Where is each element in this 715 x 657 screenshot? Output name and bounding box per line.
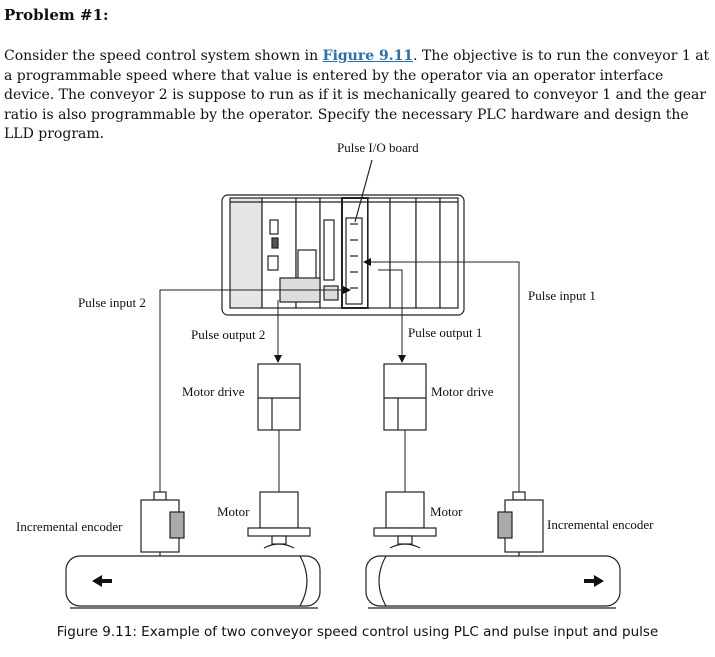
label-motor-right: Motor [430,504,463,519]
problem-paragraph: Consider the speed control system shown … [4,47,710,145]
paragraph-text-after: . The objective is to run the conveyor 1… [4,48,710,143]
label-encoder-left: Incremental encoder [16,519,123,534]
label-pulse-output-2: Pulse output 2 [191,327,265,342]
wire-pulse-input-2 [159,286,351,492]
label-pulse-input-2: Pulse input 2 [78,295,146,310]
label-motor-drive-right: Motor drive [431,384,494,399]
conveyor-right [365,555,621,609]
wire-pulse-outputs [274,269,406,363]
arrow-right-icon [584,575,604,587]
label-pulse-input-1: Pulse input 1 [528,288,596,303]
conveyor-left [65,555,321,609]
label-motor-left: Motor [217,504,250,519]
figure-link[interactable]: Figure 9.11 [322,48,414,64]
wire-pulse-input-1 [363,258,520,492]
paragraph-text-before: Consider the speed control system shown … [4,48,323,64]
wire-drive-motor [278,430,406,492]
plc-rack [221,194,465,316]
motor-drive-left [257,363,301,431]
label-encoder-right: Incremental encoder [547,517,654,532]
motor-left [247,491,311,549]
label-pulse-output-1: Pulse output 1 [408,325,482,340]
label-motor-drive-left: Motor drive [182,384,245,399]
problem-heading: Problem #1: [4,6,109,24]
label-pulse-io-board: Pulse I/O board [337,140,419,155]
motor-right [373,491,437,549]
pointer-pulse-io-board [354,159,373,223]
arrow-left-icon [92,575,112,587]
figure-caption: Figure 9.11: Example of two conveyor spe… [56,624,659,640]
motor-drive-right [383,363,427,431]
